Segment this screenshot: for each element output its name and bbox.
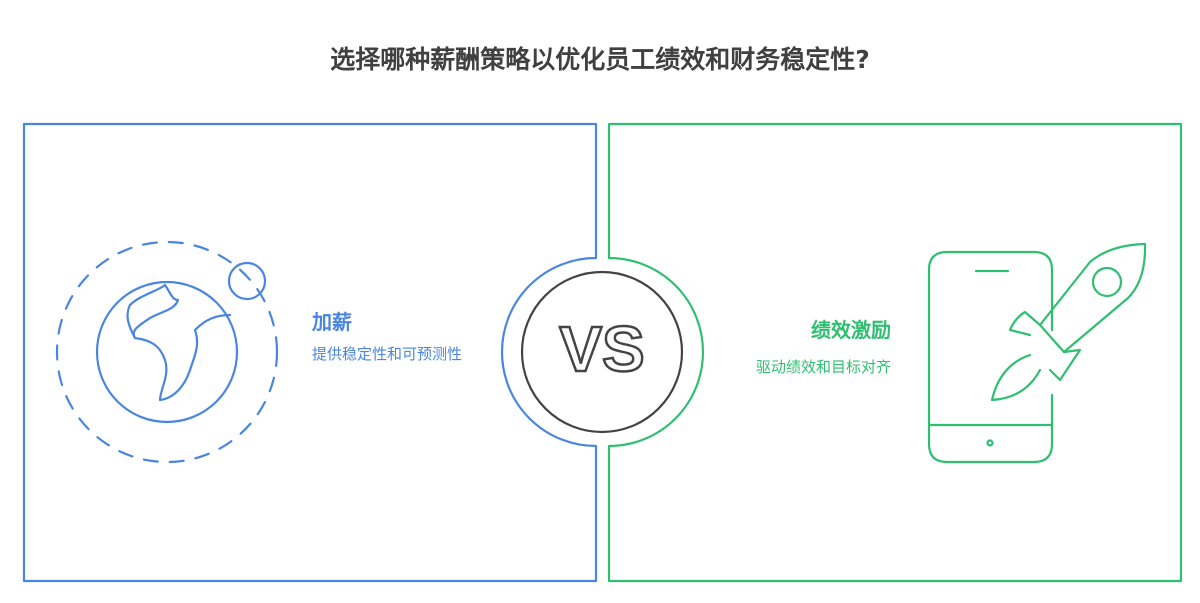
left-panel-border [22,122,598,583]
right-panel-border [607,122,1183,583]
right-option-title: 绩效激励 [811,318,891,342]
phone-rocket-icon [927,242,1147,464]
page-title: 选择哪种薪酬策略以优化员工绩效和财务稳定性? [330,45,870,74]
vs-circle [520,270,684,434]
right-option-description: 驱动绩效和目标对齐 [755,358,891,376]
left-option-title: 加薪 [312,310,352,334]
vs-label: VS [558,312,646,387]
globe-icon [55,240,279,464]
left-option-description: 提供稳定性和可预测性 [312,345,463,363]
